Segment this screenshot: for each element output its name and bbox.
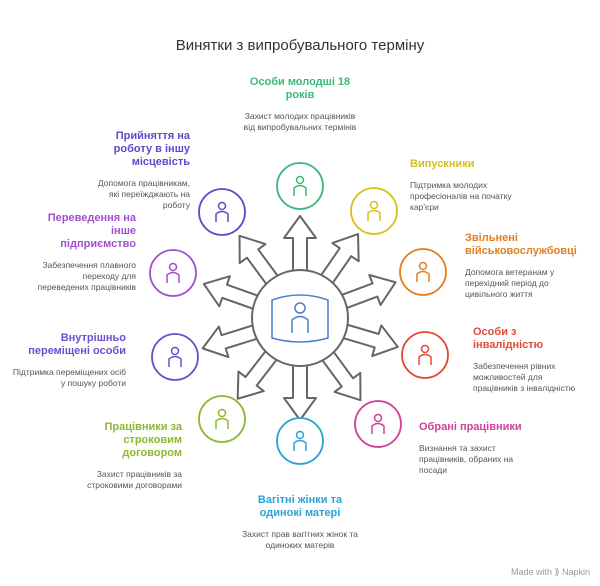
arrow xyxy=(283,357,317,421)
displaced-person-icon xyxy=(151,333,199,381)
arrow xyxy=(283,215,317,279)
transfer-arrows-icon xyxy=(149,249,197,297)
graduate-icon xyxy=(350,187,398,235)
central-person-icon xyxy=(271,294,329,343)
wheelchair-icon xyxy=(401,331,449,379)
veteran-icon xyxy=(399,248,447,296)
pregnant-woman-icon xyxy=(276,417,324,465)
shield-person-icon xyxy=(276,162,324,210)
person-clock-icon xyxy=(198,395,246,443)
hub-circle xyxy=(251,269,349,367)
relocation-pin-icon xyxy=(198,188,246,236)
made-with-napkin: Made with ⟫ Napkin xyxy=(510,567,590,577)
diagram-title: Винятки з випробувального терміну xyxy=(175,37,425,54)
elected-person-icon xyxy=(354,400,402,448)
